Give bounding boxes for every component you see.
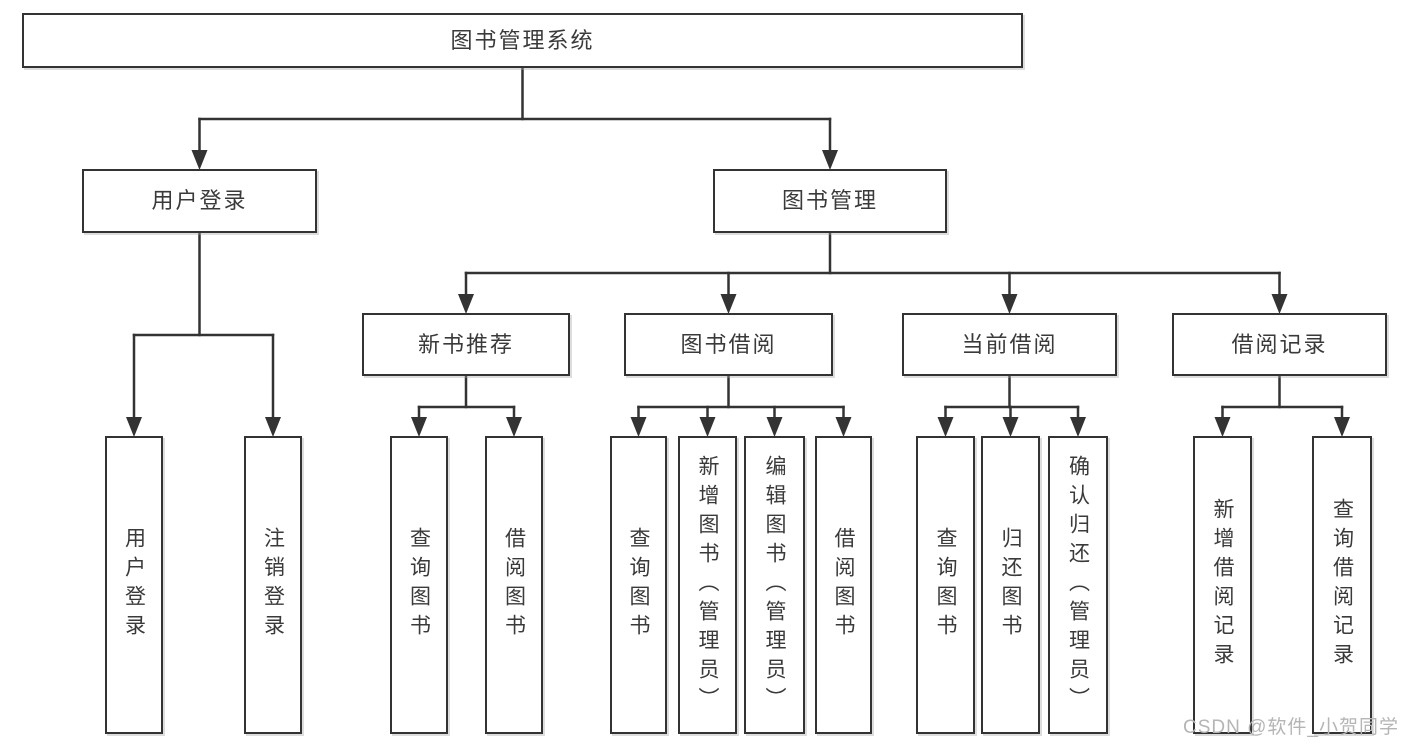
- node-label: 查询图书: [934, 527, 957, 643]
- arrowhead-cb-query-book: [937, 417, 954, 437]
- node-br-query-record: 查询借阅记录: [1312, 436, 1372, 734]
- node-rec-borrow-book: 借阅图书: [485, 436, 543, 734]
- node-label: 新增图书（管理员）: [696, 454, 719, 716]
- node-label: 注销登录: [261, 527, 285, 643]
- node-label: 新书推荐: [417, 331, 514, 357]
- node-label: 当前借阅: [961, 331, 1058, 357]
- node-label: 查询借阅记录: [1330, 498, 1354, 672]
- node-bb-edit-book: 编辑图书（管理员）: [744, 436, 805, 734]
- node-br-add-record: 新增借阅记录: [1193, 436, 1252, 734]
- node-leaf-logout: 注销登录: [244, 436, 302, 734]
- node-label: 图书借阅: [680, 331, 777, 357]
- node-new-book-rec: 新书推荐: [362, 313, 570, 376]
- node-bb-query-book: 查询图书: [610, 436, 667, 734]
- arrowhead-cb-confirm-return: [1070, 417, 1086, 437]
- node-label: 确认归还（管理员）: [1066, 454, 1090, 716]
- node-book-borrow: 图书借阅: [624, 313, 833, 376]
- arrowhead-rec-query-book: [411, 417, 427, 437]
- arrowhead-rec-borrow-book: [506, 417, 522, 437]
- node-label: 新增借阅记录: [1211, 498, 1234, 672]
- arrowhead-book-borrow: [720, 294, 737, 314]
- node-root: 图书管理系统: [22, 13, 1023, 68]
- node-cb-query-book: 查询图书: [916, 436, 975, 734]
- node-label: 编辑图书（管理员）: [763, 454, 786, 716]
- node-label: 图书管理: [781, 188, 878, 213]
- node-rec-query-book: 查询图书: [390, 436, 448, 734]
- node-label: 用户登录: [151, 188, 248, 213]
- node-label: 查询图书: [627, 527, 650, 643]
- arrowhead-borrow-records: [1271, 294, 1288, 314]
- arrowhead-book-mgmt: [822, 150, 838, 170]
- node-cb-return-book: 归还图书: [981, 436, 1040, 734]
- node-label: 归还图书: [999, 527, 1022, 643]
- node-borrow-records: 借阅记录: [1172, 313, 1387, 376]
- arrowhead-bb-edit-book: [766, 417, 783, 437]
- arrowhead-leaf-user-login: [126, 417, 142, 437]
- node-leaf-user-login: 用户登录: [105, 436, 163, 734]
- node-bb-add-book: 新增图书（管理员）: [678, 436, 737, 734]
- arrowhead-current-borrow: [1001, 294, 1018, 314]
- watermark: CSDN @软件_小贺同学: [1183, 717, 1399, 738]
- arrowhead-bb-borrow-book: [835, 417, 852, 437]
- node-bb-borrow-book: 借阅图书: [815, 436, 872, 734]
- arrowhead-user-login: [191, 150, 208, 170]
- arrowhead-br-query-record: [1334, 417, 1350, 437]
- arrowhead-leaf-logout: [265, 417, 281, 437]
- node-label: 借阅图书: [502, 527, 526, 643]
- node-book-mgmt: 图书管理: [713, 169, 947, 233]
- arrowhead-bb-query-book: [630, 417, 647, 437]
- arrowhead-bb-add-book: [699, 417, 716, 437]
- node-current-borrow: 当前借阅: [902, 313, 1117, 376]
- node-cb-confirm-return: 确认归还（管理员）: [1048, 436, 1108, 734]
- arrowhead-new-book-rec: [458, 294, 474, 314]
- node-label: 用户登录: [122, 527, 146, 643]
- node-label: 查询图书: [407, 527, 431, 643]
- arrowhead-cb-return-book: [1002, 417, 1019, 437]
- node-label: 借阅记录: [1231, 331, 1328, 357]
- arrowhead-br-add-record: [1214, 417, 1231, 437]
- node-user-login: 用户登录: [82, 169, 317, 233]
- node-label: 图书管理系统: [450, 27, 595, 53]
- node-label: 借阅图书: [832, 527, 855, 643]
